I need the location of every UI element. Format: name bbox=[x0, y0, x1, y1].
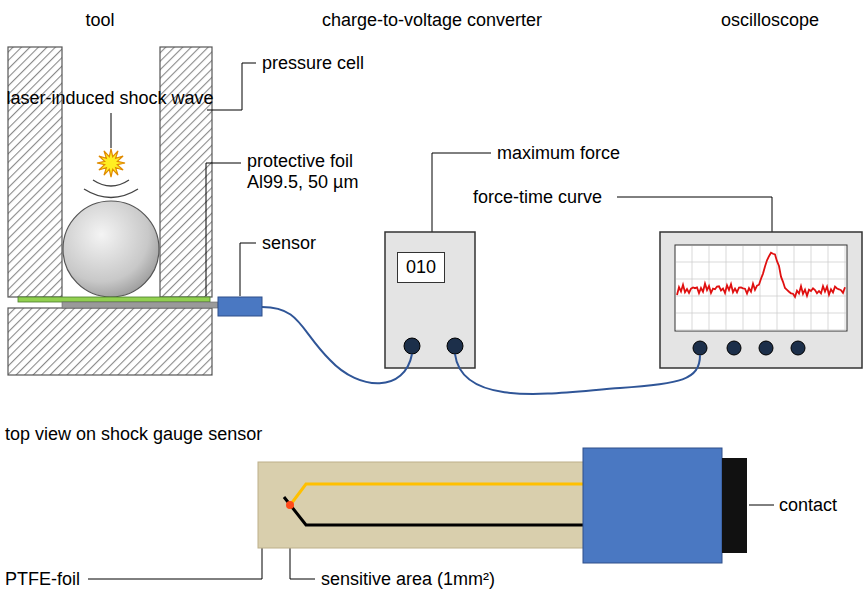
lower-electrode bbox=[284, 497, 583, 525]
force-time-trace bbox=[677, 253, 845, 297]
label-text: pressure cell bbox=[262, 53, 364, 74]
scope-jack bbox=[693, 341, 707, 355]
oscilloscope-housing bbox=[660, 232, 862, 368]
label-text: sensor bbox=[262, 233, 316, 254]
contact-pins bbox=[722, 458, 747, 553]
label-text: top view on shock gauge sensor bbox=[5, 424, 262, 445]
scope-knob bbox=[727, 341, 741, 355]
grid-line bbox=[794, 246, 795, 330]
pressure-cell-right bbox=[160, 47, 212, 297]
steel-ball bbox=[63, 201, 159, 297]
display-box: 010 bbox=[397, 252, 445, 283]
sensor-foil bbox=[62, 302, 218, 308]
label-text: charge-to-voltage converter bbox=[322, 10, 542, 31]
grid-line bbox=[760, 246, 761, 330]
shock-star bbox=[97, 149, 125, 177]
input-jack bbox=[404, 338, 420, 354]
output-jack bbox=[447, 338, 463, 354]
display-value: 010 bbox=[406, 257, 436, 278]
protective-foil bbox=[18, 297, 210, 302]
screen-grid bbox=[676, 246, 846, 330]
grid-line bbox=[676, 313, 846, 314]
converter-housing bbox=[385, 232, 475, 368]
pressure-cell-left bbox=[8, 47, 62, 297]
scope-knob bbox=[791, 341, 805, 355]
grid-line bbox=[676, 296, 846, 297]
scope-knob bbox=[759, 341, 773, 355]
shock-star bbox=[97, 149, 125, 177]
ptfe-foil bbox=[258, 462, 588, 548]
grid-line bbox=[676, 262, 846, 263]
sensor-head bbox=[218, 297, 262, 316]
label-text: laser-induced shock wave bbox=[6, 88, 213, 109]
sensor-cable bbox=[262, 307, 412, 383]
label-text: oscilloscope bbox=[721, 10, 819, 31]
grid-line bbox=[676, 330, 846, 331]
label-text: maximum force bbox=[497, 143, 620, 164]
shock-wave-arc bbox=[84, 189, 138, 198]
shock-wave-arc bbox=[93, 180, 129, 186]
oscilloscope-screen bbox=[675, 245, 847, 331]
label-text: force-time curve bbox=[473, 187, 602, 208]
upper-electrode bbox=[288, 484, 583, 508]
label-text: contact bbox=[779, 495, 837, 516]
sensitive-area bbox=[286, 501, 294, 509]
tool-base bbox=[8, 308, 212, 375]
grid-line bbox=[811, 246, 812, 330]
signal-cable bbox=[455, 354, 700, 394]
label-text: tool bbox=[85, 10, 114, 31]
label-text: sensitive area (1mm²) bbox=[321, 569, 495, 590]
connector-housing bbox=[583, 448, 722, 563]
label-text: PTFE-foil bbox=[5, 569, 80, 590]
label-text: protective foil Al99.5, 50 µm bbox=[247, 151, 392, 193]
